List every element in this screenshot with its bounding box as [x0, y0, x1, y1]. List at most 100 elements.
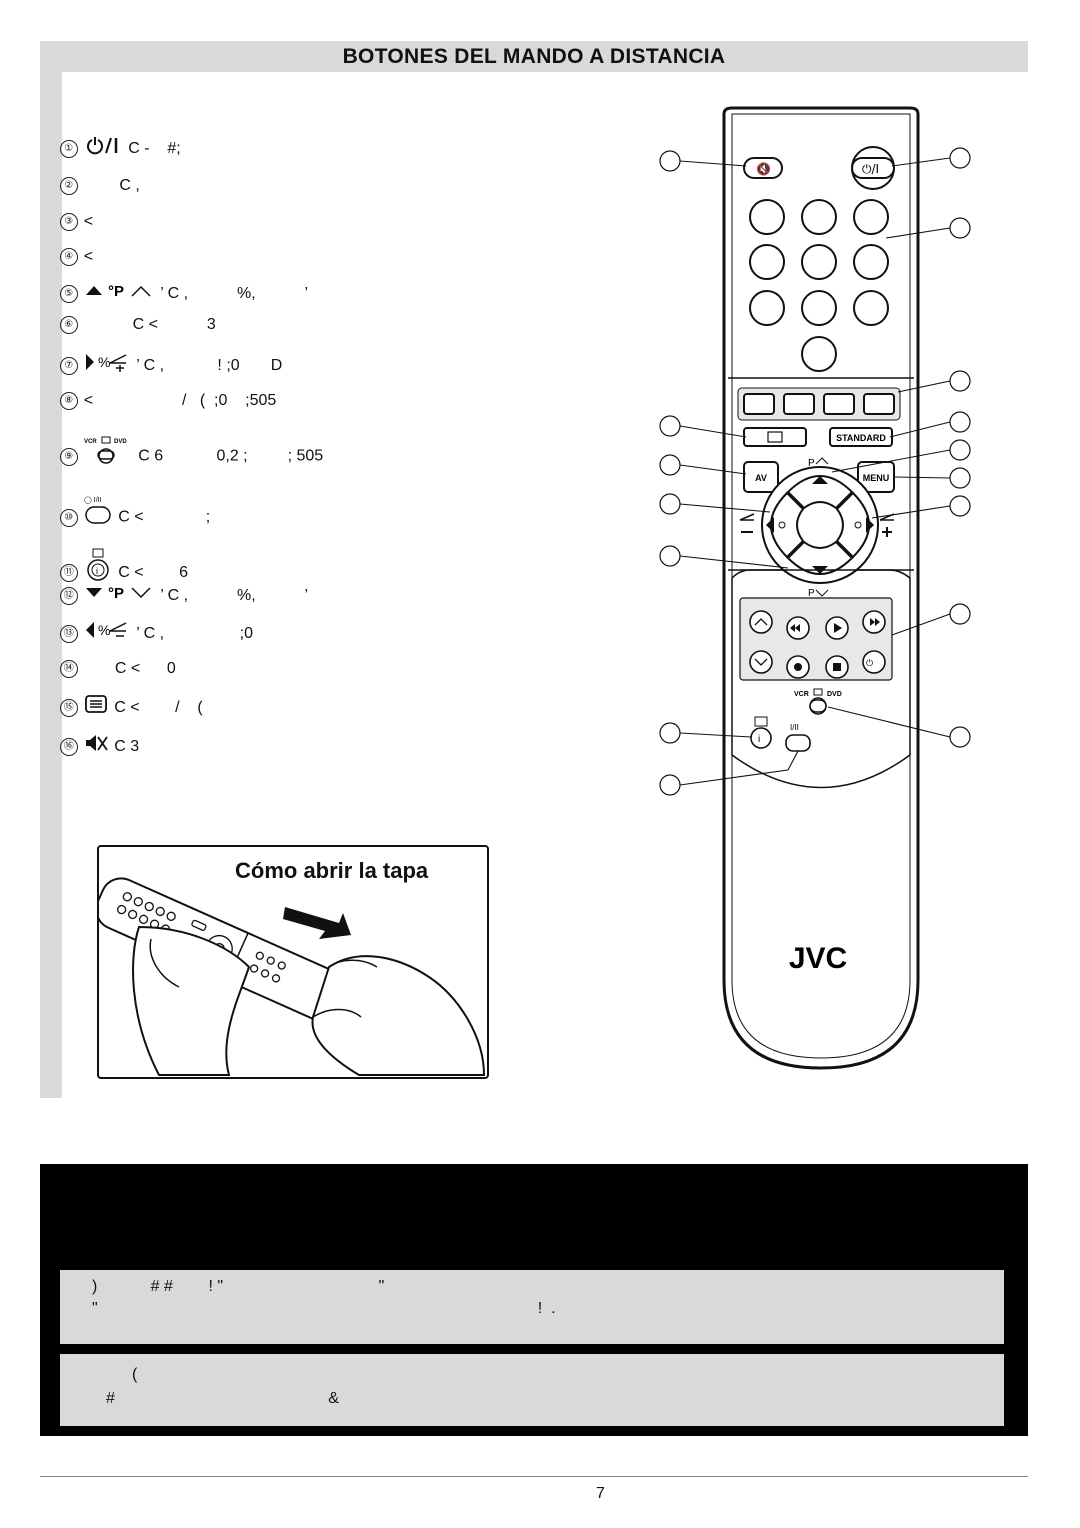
remote-brand: JVC: [789, 942, 847, 975]
remote-vcr-panel: [739, 597, 893, 681]
item-number: ⑭: [59, 659, 78, 678]
svg-text:DVD: DVD: [114, 439, 127, 445]
callout-markers: [659, 147, 971, 796]
remote-mute-button: [743, 157, 783, 179]
remote-dpad: [761, 466, 879, 584]
item-text: C < ;: [113, 508, 211, 526]
program-down-icon: °P: [84, 582, 156, 610]
item-number: ⑫: [59, 587, 78, 605]
item-number: ⑬: [59, 625, 78, 643]
standard-label: STANDARD: [836, 433, 886, 443]
info-icon: i: [84, 548, 114, 598]
dual-label: I/II: [790, 723, 799, 732]
menu-label: MENU: [863, 473, 890, 483]
list-item: ⑬% ’ C , ;0: [42, 595, 253, 643]
item-text: <: [83, 213, 94, 230]
remote-av-button: [743, 461, 779, 493]
list-item: ⑫ °P ’ C , %, ’: [42, 558, 308, 605]
svg-text:⏻: ⏻: [866, 658, 873, 669]
mute-icon: [84, 732, 110, 762]
list-item: ③<: [42, 186, 93, 231]
page-title: BOTONES DEL MANDO A DISTANCIA: [342, 45, 726, 68]
list-item: ④<: [42, 221, 93, 266]
power-icon: [84, 135, 124, 163]
list-item: ⑮ C < / (: [42, 670, 203, 717]
item-number: ⑥: [59, 315, 78, 334]
volume-up-icon: %: [84, 351, 132, 381]
item-text: C < 3: [83, 316, 216, 333]
note-line: ) # # ! " ": [92, 1278, 385, 1295]
av-label: AV: [755, 473, 767, 483]
remote-info-button: [750, 727, 772, 749]
item-number: ④: [59, 247, 78, 266]
item-number: ⑦: [59, 357, 78, 375]
remote-color-keys: [743, 393, 895, 415]
item-number: ②: [59, 176, 78, 195]
svg-text:°P: °P: [108, 585, 124, 602]
item-text: ’ C , %, ’: [155, 587, 309, 605]
page-number: 7: [596, 1485, 605, 1502]
item-text: C - #;: [123, 140, 181, 158]
p-up-label: P: [808, 458, 815, 469]
remote-body: [722, 106, 920, 1070]
item-text: ’ C , ! ;0 D: [131, 357, 283, 375]
svg-text:🔇: 🔇: [756, 162, 771, 176]
item-text: C 3: [109, 738, 140, 756]
item-text: C < 0: [83, 660, 176, 677]
volume-down-icon: %: [84, 619, 132, 649]
item-number: ⑩: [59, 508, 78, 527]
svg-text:%: %: [98, 354, 110, 370]
list-item: ⑦% ’ C , ! ;0 D: [42, 327, 282, 375]
sound-mode-icon: ◯ I/II: [84, 494, 114, 541]
item-text: ’ C , %, ’: [155, 285, 309, 303]
footer-rule: [40, 1476, 1028, 1477]
list-item: ⑩ ◯ I/II C < ;: [42, 456, 210, 527]
list-item: ⑭ C < 0: [42, 633, 176, 678]
list-item: ⑥ C < 3: [42, 289, 216, 334]
svg-text:VCR: VCR: [84, 439, 97, 445]
item-text: C < 6: [113, 564, 189, 582]
p-down-label: P: [808, 588, 815, 599]
item-number: ③: [59, 212, 78, 231]
svg-text:i: i: [758, 734, 760, 745]
notes-panel-1: ) # # ! " " " ! .: [60, 1270, 1004, 1344]
left-strip: [40, 72, 62, 1098]
svg-text:⏻/I: ⏻/I: [862, 162, 879, 176]
item-text: C < / (: [109, 699, 203, 717]
vcr-label: VCR: [794, 691, 809, 698]
item-number: ⑮: [59, 699, 78, 717]
hands-remote-illustration: [99, 877, 486, 1076]
item-text: C ,: [83, 177, 140, 194]
list-item: ② C ,: [42, 150, 140, 195]
item-number: ⑯: [59, 738, 78, 756]
item-number: ⑤: [59, 285, 78, 303]
remote-sound-button: [785, 734, 811, 752]
note-line: " ! .: [92, 1300, 556, 1317]
vcr-dvd-switch-icon: VCR DVD: [84, 436, 134, 477]
item-text: ’ C , ;0: [131, 625, 253, 643]
notes-panel-2: ( # &: [60, 1354, 1004, 1426]
list-item: ⑪ i C < 6: [42, 508, 188, 582]
cover-title: Cómo abrir la tapa: [235, 858, 429, 883]
remote-teletext-button: [743, 427, 807, 447]
item-text: C 6 0,2 ; ; 505: [133, 447, 324, 465]
item-text: <: [83, 248, 94, 265]
note-line: (: [132, 1366, 138, 1383]
svg-text:i: i: [96, 566, 98, 576]
teletext-icon: [84, 694, 110, 722]
item-number: ⑪: [59, 564, 78, 582]
note-line: # &: [106, 1390, 339, 1407]
item-number: ①: [59, 140, 78, 158]
cover-illustration-box: [97, 845, 489, 1079]
svg-text:°P: °P: [108, 283, 124, 300]
list-item: ⑤ °P ’ C , %, ’: [42, 256, 308, 303]
list-item: ⑧ < / ( ;0 ;505: [42, 365, 276, 410]
program-up-icon: °P: [84, 280, 156, 308]
svg-text:%: %: [98, 622, 110, 638]
item-number: ⑧: [59, 391, 78, 410]
remote-control-diagram: 🔇 ⏻/I STANDARD AV MENU P P: [640, 100, 1000, 1080]
notes-box: ) # # ! " " " ! . ( #: [40, 1164, 1028, 1436]
svg-text:◯ I/II: ◯ I/II: [84, 496, 102, 504]
item-text: < / ( ;0 ;505: [83, 392, 277, 409]
